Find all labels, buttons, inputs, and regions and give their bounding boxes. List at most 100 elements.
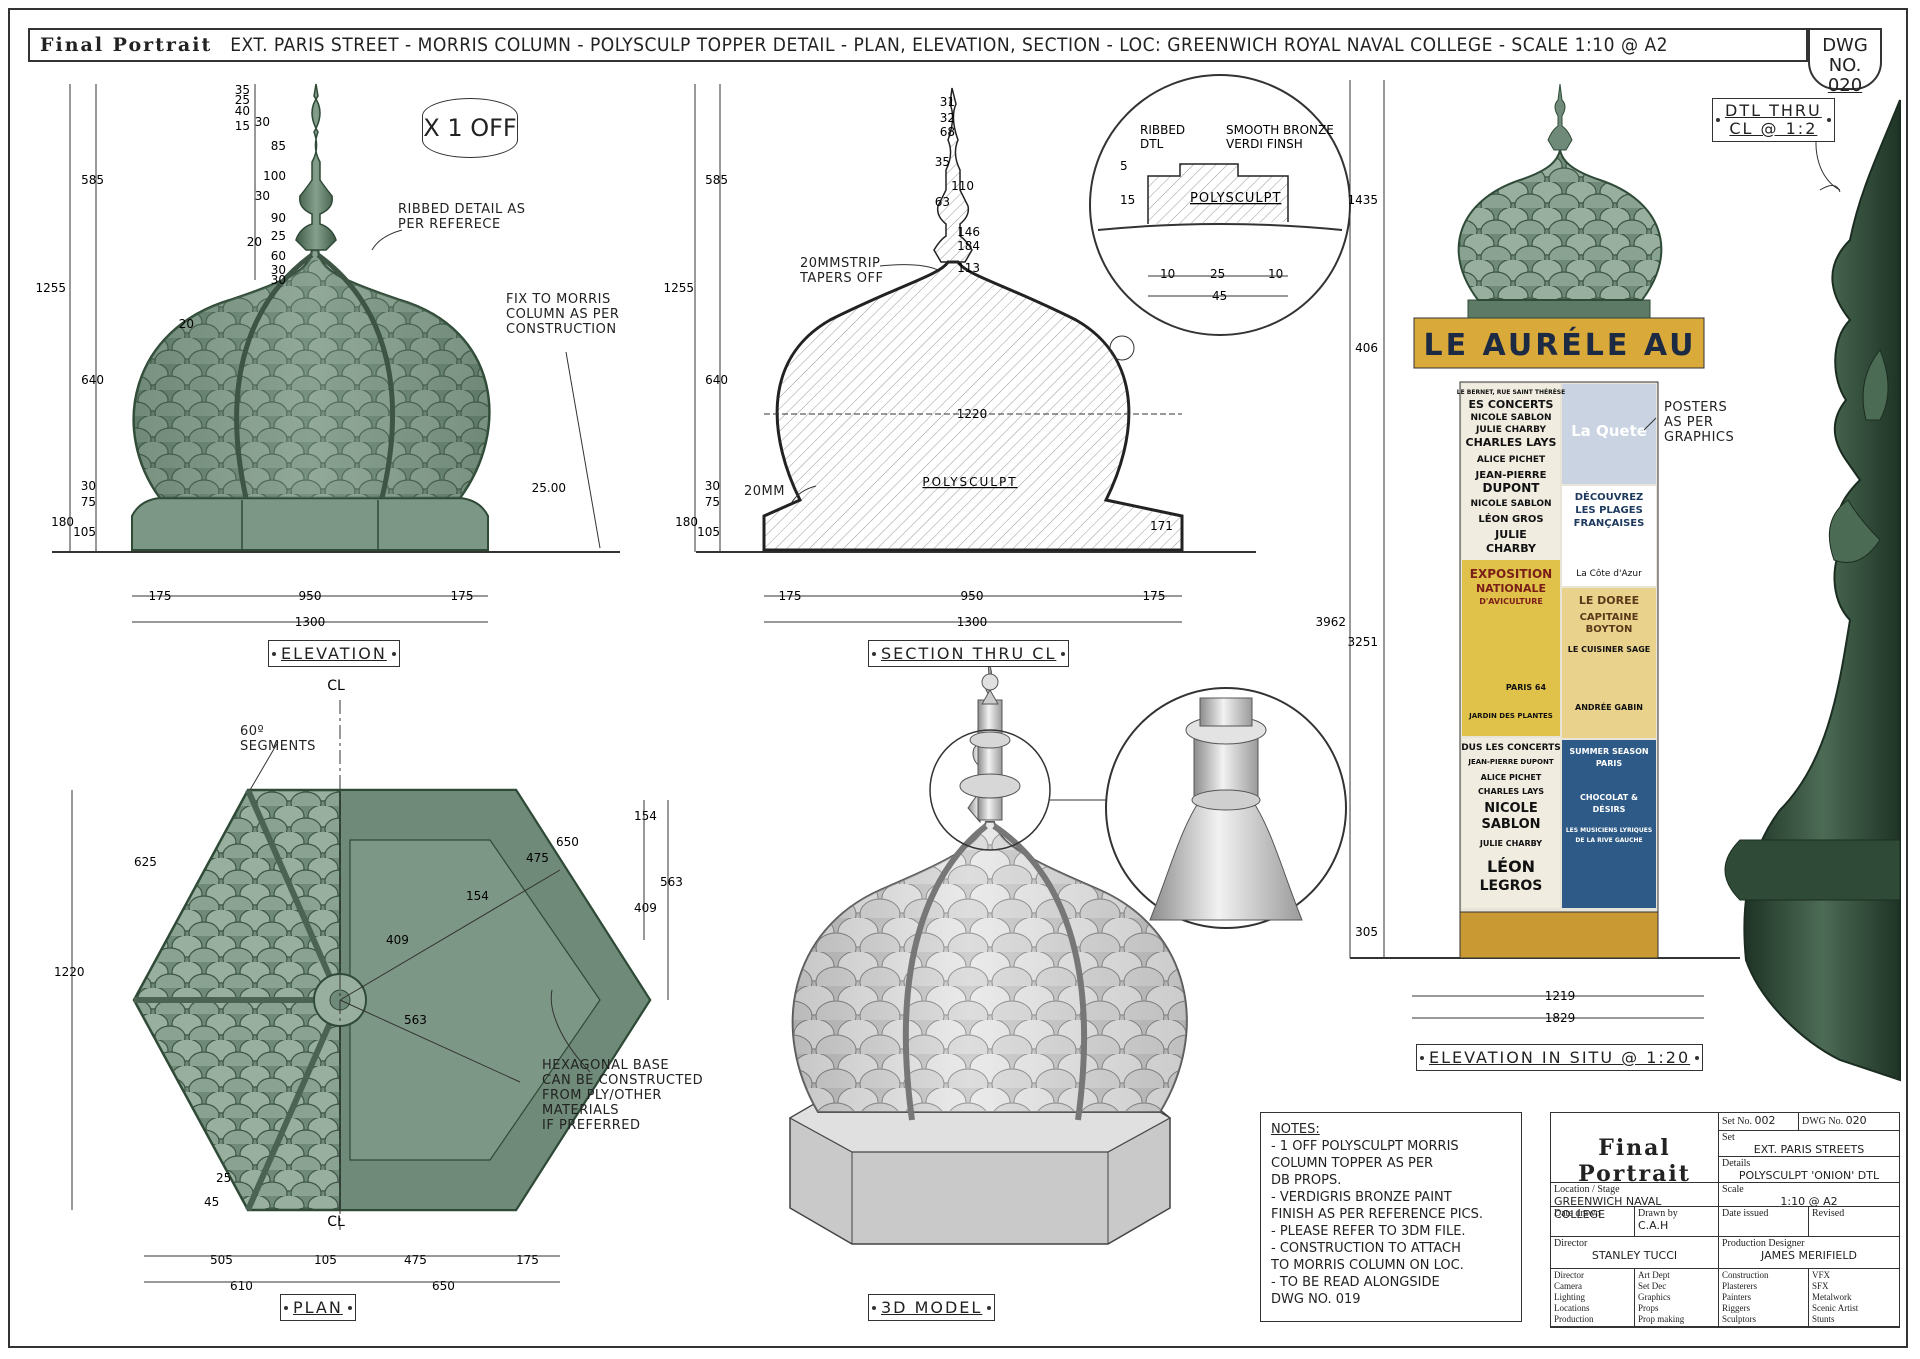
elev-dim: 30 (81, 479, 96, 493)
poster-line: NICOLE SABLON (1470, 413, 1551, 423)
tb-value: POLYSCULPT 'ONION' DTL (1738, 1169, 1880, 1182)
plan-dim: 105 (314, 1253, 337, 1267)
tb-label: Set (1722, 1132, 1735, 1143)
note-line: FIX TO MORRIS (506, 292, 611, 307)
section-dim: 35 (935, 155, 950, 169)
poster-line: DÉCOUVREZ (1575, 490, 1644, 503)
elev-dim: 175 (149, 589, 172, 603)
view-label-text: SECTION THRU CL (881, 644, 1057, 663)
strip-note: 20MMSTRIP TAPERS OFF (800, 256, 883, 286)
elev-dim: 1300 (295, 615, 326, 629)
plan-dim: 1220 (54, 965, 85, 979)
section-dim: 32 (940, 111, 955, 125)
elev-dim: 25.00 (532, 481, 566, 495)
section-body (762, 260, 1184, 552)
notes-line: - CONSTRUCTION TO ATTACH (1271, 1241, 1461, 1256)
poster-line: NICOLE SABLON (1470, 499, 1551, 509)
title-bar: Final Portrait EXT. PARIS STREET - MORRI… (28, 28, 1808, 62)
tb-dept: Painters (1722, 1292, 1751, 1302)
column-detail-shape (1743, 99, 1901, 1082)
situ-banner-text: LE AURÉLE AU (1423, 327, 1696, 363)
tb-label: Director (1554, 1238, 1588, 1249)
poster-line: DUPONT (1483, 481, 1541, 495)
situ-dim: 3962 (1315, 615, 1346, 629)
poster-line: NICOLE (1484, 801, 1537, 816)
elev-dim: 180 (51, 515, 74, 529)
tb-dept: SFX (1812, 1281, 1829, 1291)
tb-dept: Locations (1554, 1303, 1590, 1313)
poster-line: LE CUISINER SAGE (1568, 645, 1651, 654)
tb-dept: Props (1638, 1303, 1659, 1313)
notes-line: DWG NO. 019 (1271, 1292, 1361, 1307)
poster-line: LES PLAGES (1575, 505, 1643, 516)
note-line: 60º (240, 724, 265, 739)
plan-cl-mark: CL (327, 678, 345, 694)
plan-dim: 563 (404, 1013, 427, 1027)
tb-dept: Set Dec (1638, 1281, 1667, 1291)
tb-dept: Graphics (1638, 1292, 1671, 1302)
section-dim: 585 (705, 173, 728, 187)
poster-line: SUMMER SEASON (1569, 747, 1648, 756)
tb-dept: VFX (1812, 1270, 1831, 1280)
tb-label: Scale (1722, 1184, 1744, 1195)
notes-line: FINISH AS PER REFERENCE PICS. (1271, 1207, 1483, 1222)
section-dim: 1255 (663, 281, 694, 295)
plan-dim: 25 (216, 1171, 231, 1185)
detail-dim: 10 (1160, 267, 1175, 281)
tb-label: Details (1722, 1158, 1751, 1169)
poster-line: LEGROS (1480, 878, 1543, 894)
situ-dim: 406 (1355, 341, 1378, 355)
notes-heading: NOTES: (1271, 1122, 1320, 1137)
note-line: MATERIALS (542, 1103, 620, 1118)
notes-line: - TO BE READ ALONGSIDE (1271, 1275, 1440, 1290)
poster-line: LE BERNET, RUE SAINT THÉRÈSE (1457, 388, 1565, 396)
tb-date-issued: Date issued (1719, 1207, 1809, 1237)
note-line: AS PER (1664, 415, 1714, 430)
tb-date-drawn: Date drawn (1551, 1207, 1635, 1237)
segments-note: 60º SEGMENTS (240, 724, 316, 754)
view-label-text: CL @ 1:2 (1729, 119, 1818, 138)
view-label-text: PLAN (293, 1298, 343, 1317)
poster-line: DUS LES CONCERTS (1461, 743, 1561, 753)
tb-value: STANLEY TUCCI (1591, 1249, 1678, 1262)
plan-dim: 409 (386, 933, 409, 947)
section-dim: 1300 (957, 615, 988, 629)
section-view: 1220 POLYSCULPT 171 31 32 68 35 110 63 1… (663, 84, 1256, 629)
poster-line: NATIONALE (1476, 582, 1546, 595)
poster-line: CHARBY (1486, 542, 1537, 555)
poster-line: LES MUSICIENS LYRIQUES (1566, 827, 1652, 834)
model-view (788, 661, 1347, 1245)
ribbed-detail-note: RIBBED DETAIL AS PER REFERECE (398, 202, 525, 232)
tb-dept: Art Dept (1638, 1270, 1670, 1280)
tb-dept: Scenic Artist (1812, 1303, 1859, 1313)
section-dim: 180 (675, 515, 698, 529)
detail-bronze-label: VERDI FINSH (1226, 137, 1303, 151)
plan-dim: 505 (210, 1253, 233, 1267)
section-dim: 110 (951, 179, 974, 193)
plan-dim: 650 (556, 835, 579, 849)
elev-dim: 40 (235, 104, 250, 118)
poster-line: La Côte d'Azur (1576, 568, 1642, 579)
notes-line: - PLEASE REFER TO 3DM FILE. (1271, 1224, 1466, 1239)
detail-ribbed-label: DTL (1140, 137, 1164, 151)
notes-line: TO MORRIS COLUMN ON LOC. (1271, 1258, 1464, 1273)
note-line: TAPERS OFF (800, 271, 884, 286)
poster-line: D'AVICULTURE (1479, 597, 1543, 606)
poster-line: CHARLES LAYS (1466, 436, 1557, 449)
quantity-callout: X 1 OFF (422, 98, 518, 158)
plan-cl-mark: CL (327, 1214, 345, 1230)
section-dim: 950 (961, 589, 984, 603)
twenty-mm-note: 20MM (744, 484, 785, 499)
note-line: PER REFERECE (398, 217, 501, 232)
detail-ribbed-label: RIBBED (1140, 123, 1185, 137)
note-line: SEGMENTS (240, 739, 316, 754)
tb-set-no: Set No. 002 (1719, 1113, 1799, 1131)
poster-line: JEAN-PIERRE DUPONT (1467, 758, 1554, 766)
situ-dim: 1219 (1545, 989, 1576, 1003)
tb-value: C.A.H (1638, 1219, 1669, 1232)
poster-line: ALICE PICHET (1477, 455, 1546, 465)
